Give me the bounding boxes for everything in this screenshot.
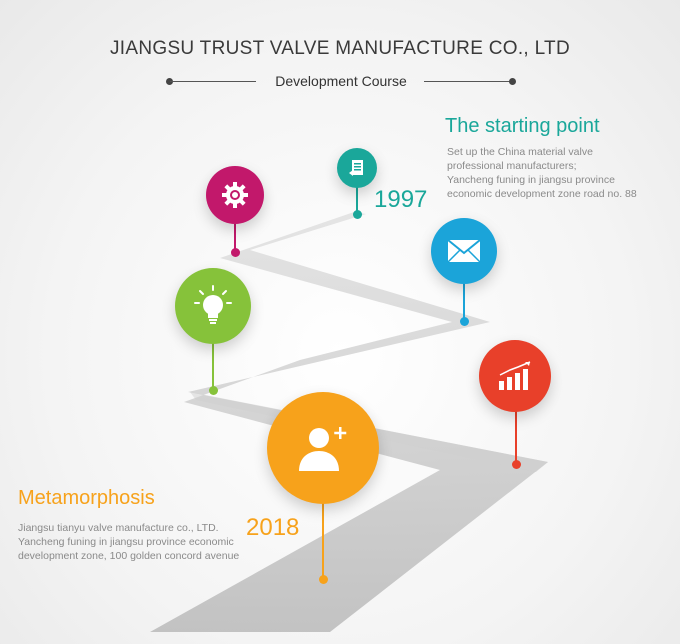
start-description: Set up the China material valve professi… — [447, 145, 672, 201]
pin-stem — [322, 500, 324, 578]
pin-dot — [512, 460, 521, 469]
pin-stem — [234, 224, 236, 252]
desc-line: Jiangsu tianyu valve manufacture co., LT… — [18, 522, 219, 534]
pin-dot — [353, 210, 362, 219]
desc-line: Yancheng funing in jiangsu province econ… — [18, 536, 234, 548]
pin-circle — [479, 340, 551, 412]
pin-circle — [337, 148, 377, 188]
pin-stem — [515, 410, 517, 464]
lightbulb-icon — [194, 285, 232, 324]
document-icon — [349, 160, 363, 176]
add-user-icon — [299, 427, 347, 471]
gear-icon — [222, 182, 248, 208]
desc-line: professional manufacturers; — [447, 160, 577, 172]
desc-line: Set up the China material valve — [447, 146, 593, 158]
pin-circle — [431, 218, 497, 284]
subtitle-row: Development Course — [166, 72, 516, 92]
pin-stem — [212, 340, 214, 390]
pin-dot — [319, 575, 328, 584]
pin-dot — [460, 317, 469, 326]
desc-line: Yancheng funing in jiangsu province — [447, 174, 615, 186]
end-heading: Metamorphosis — [18, 487, 155, 509]
pin-dot — [231, 248, 240, 257]
desc-line: economic development zone road no. 88 — [447, 188, 637, 200]
pin-circle — [267, 392, 379, 504]
start-heading: The starting point — [445, 115, 600, 137]
subtitle-right-dot — [509, 78, 516, 85]
start-year: 1997 — [374, 186, 428, 213]
pin-circle — [206, 166, 264, 224]
page-title: JIANGSU TRUST VALVE MANUFACTURE CO., LTD — [110, 38, 570, 59]
subtitle-left-line — [170, 81, 256, 82]
pin-dot — [209, 386, 218, 395]
subtitle-right-line — [424, 81, 512, 82]
desc-line: development zone, 100 golden concord ave… — [18, 550, 240, 562]
end-description: Jiangsu tianyu valve manufacture co., LT… — [18, 521, 258, 563]
pin-circle — [175, 268, 251, 344]
envelope-icon — [447, 239, 481, 263]
pin-stem — [463, 282, 465, 320]
end-year: 2018 — [246, 514, 300, 541]
bar-chart-icon — [499, 361, 531, 390]
pin-stem — [356, 186, 358, 212]
subtitle-left-dot — [166, 78, 173, 85]
subtitle-text: Development Course — [275, 73, 407, 89]
road-segment — [150, 212, 548, 632]
